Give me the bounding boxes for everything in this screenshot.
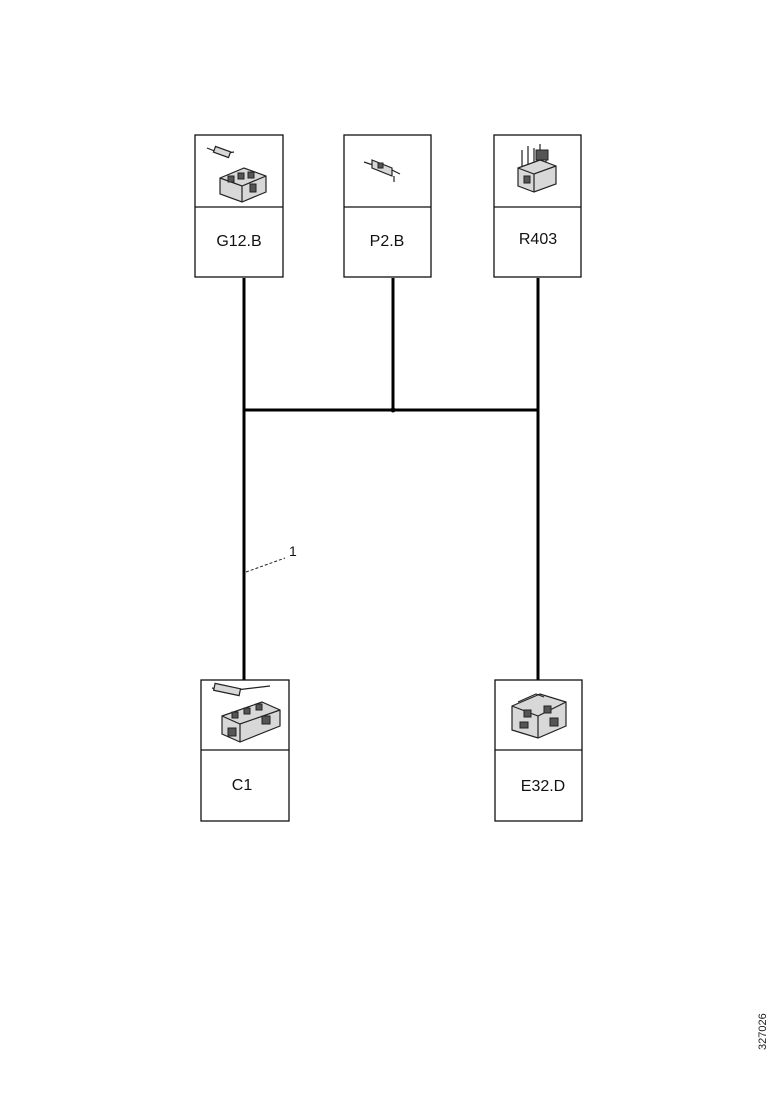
connector-box-g12b[interactable]: G12.B xyxy=(194,134,284,278)
connector-box-e32d[interactable]: E32.D xyxy=(494,679,583,822)
multi-pin-connector-icon xyxy=(211,682,281,743)
wiring-harness xyxy=(242,278,540,680)
connector-box-r403[interactable]: R403 xyxy=(493,134,582,278)
connector-housing-icon xyxy=(511,693,567,739)
connector-box-c1[interactable]: C1 xyxy=(200,679,290,822)
connector-box-p2b[interactable]: P2.B xyxy=(343,134,432,278)
splice-point xyxy=(390,407,396,413)
connector-label-r403: R403 xyxy=(519,231,557,248)
terminal-pin-icon xyxy=(363,159,401,182)
callout-leader-line xyxy=(245,557,286,573)
relay-connector-icon xyxy=(517,144,557,193)
callout-number: 1 xyxy=(289,543,297,559)
connector-label-e32d: E32.D xyxy=(521,778,565,795)
connector-with-terminal-icon xyxy=(206,145,267,203)
connector-label-p2b: P2.B xyxy=(370,233,405,250)
figure-reference-number: 327026 xyxy=(757,1013,769,1050)
connector-label-c1: C1 xyxy=(232,777,253,794)
callout-1: 1 xyxy=(245,543,297,573)
connector-label-g12b: G12.B xyxy=(216,233,261,250)
